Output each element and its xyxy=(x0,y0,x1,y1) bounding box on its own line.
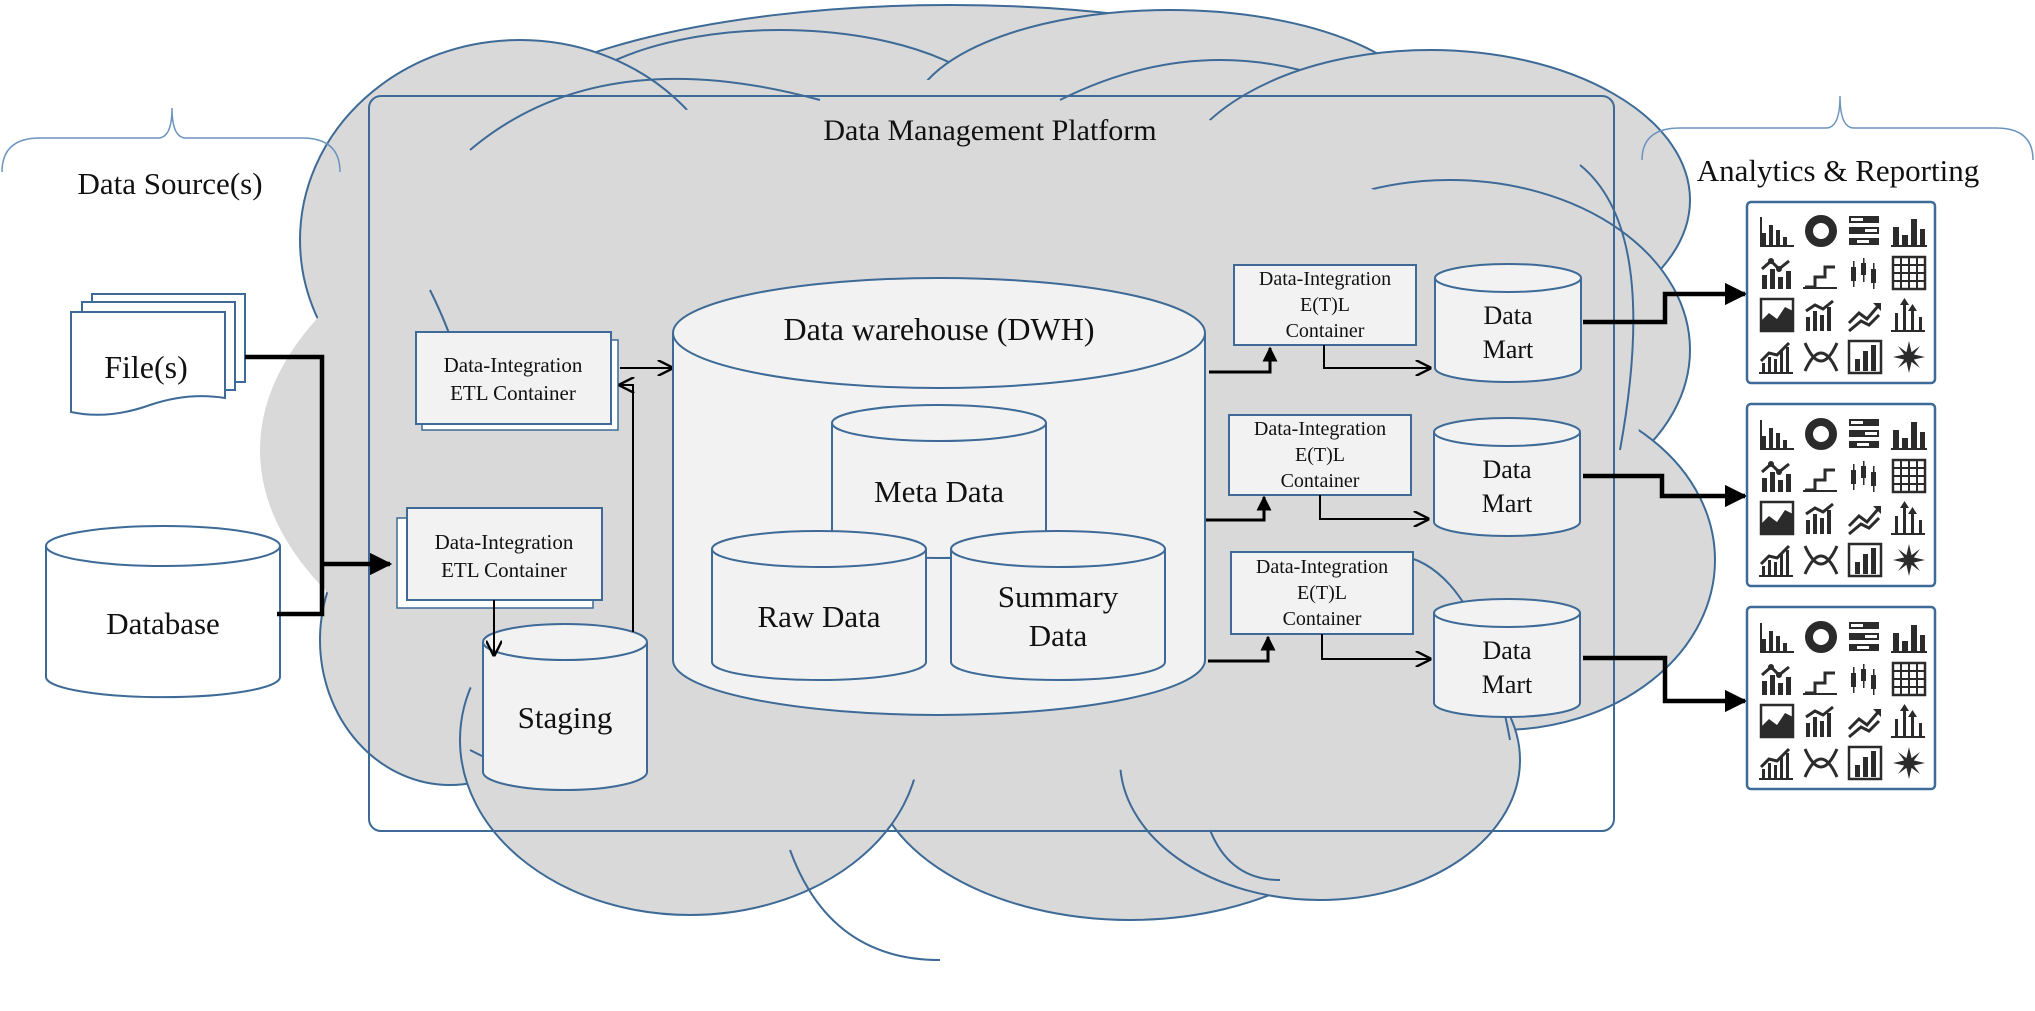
etl-mart-container-1: Data-Integration E(T)L Container xyxy=(1233,264,1417,346)
sources-brace xyxy=(1,107,341,173)
etl-mart-1-line3: Container xyxy=(1286,320,1365,342)
etl-top-line2: ETL Container xyxy=(450,381,576,405)
etl-mart-3-line3: Container xyxy=(1283,608,1362,630)
data-mart-2-line2: Mart xyxy=(1482,489,1533,518)
platform-title: Data Management Platform xyxy=(823,114,1156,147)
etl-mart-2-line3: Container xyxy=(1281,470,1360,492)
etl-mart-1-line2: E(T)L xyxy=(1300,294,1350,316)
staging-cylinder: Staging xyxy=(482,623,648,791)
files-stack: File(s) xyxy=(70,293,246,416)
raw-data-label: Raw Data xyxy=(757,599,880,634)
data-mart-1-line1: Data xyxy=(1483,301,1533,330)
etl-bottom-line2: ETL Container xyxy=(441,558,567,582)
staging-label: Staging xyxy=(518,700,613,735)
analytics-panel-3 xyxy=(1745,605,1937,791)
etl-mart-3-line2: E(T)L xyxy=(1297,582,1347,604)
analytics-panel-1 xyxy=(1745,200,1937,385)
etl-mart-container-2: Data-Integration E(T)L Container xyxy=(1228,414,1412,496)
summary-data-line1: Summary xyxy=(998,579,1119,614)
etl-mart-3-line1: Data-Integration xyxy=(1256,556,1388,578)
etl-mart-2-line1: Data-Integration xyxy=(1254,418,1386,440)
data-mart-3-line2: Mart xyxy=(1482,670,1533,699)
summary-data-cylinder: Summary Data xyxy=(950,530,1166,681)
database-label: Database xyxy=(106,606,220,641)
etl-container-bottom: Data-Integration ETL Container xyxy=(396,507,603,609)
dwh-title: Data warehouse (DWH) xyxy=(784,311,1095,347)
etl-mart-2-line2: E(T)L xyxy=(1295,444,1345,466)
platform-frame xyxy=(368,95,1615,832)
database-cylinder: Database xyxy=(45,525,281,699)
raw-data-cylinder: Raw Data xyxy=(711,530,927,681)
meta-data-label: Meta Data xyxy=(874,474,1004,509)
meta-data-cylinder: Meta Data xyxy=(831,404,1047,559)
etl-mart-container-3: Data-Integration E(T)L Container xyxy=(1230,551,1414,635)
data-mart-2: Data Mart xyxy=(1433,417,1581,537)
data-mart-1-line2: Mart xyxy=(1483,335,1534,364)
files-label: File(s) xyxy=(104,349,188,385)
analytics-title: Analytics & Reporting xyxy=(1697,153,1979,188)
sources-title: Data Source(s) xyxy=(77,166,262,201)
analytics-panel-2 xyxy=(1745,402,1937,588)
data-mart-2-line1: Data xyxy=(1482,455,1532,484)
etl-bottom-line1: Data-Integration xyxy=(435,530,574,554)
etl-mart-1-line1: Data-Integration xyxy=(1259,268,1391,290)
etl-container-top: Data-Integration ETL Container xyxy=(415,331,619,431)
data-mart-3: Data Mart xyxy=(1433,598,1581,718)
data-mart-1: Data Mart xyxy=(1434,263,1582,383)
analytics-brace xyxy=(1641,95,2034,161)
data-mart-3-line1: Data xyxy=(1482,636,1532,665)
etl-top-line1: Data-Integration xyxy=(444,353,583,377)
summary-data-line2: Data xyxy=(1029,618,1088,653)
